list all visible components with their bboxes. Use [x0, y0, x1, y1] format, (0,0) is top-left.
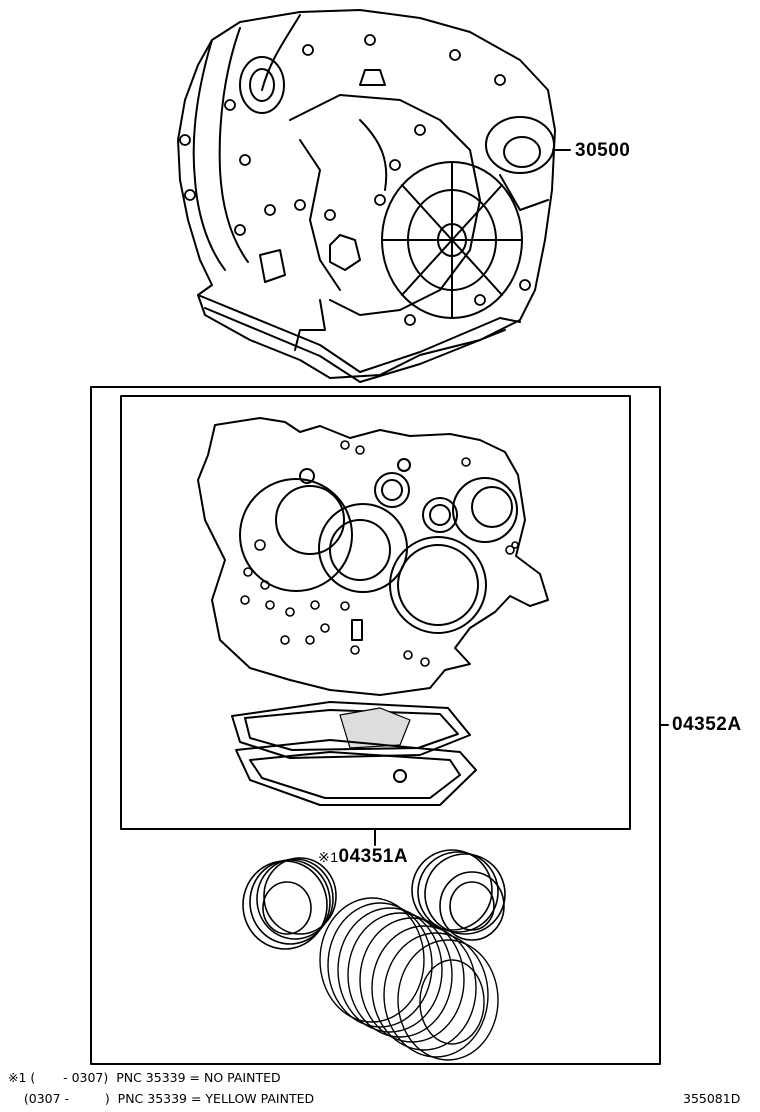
gasket-kit-frame	[120, 395, 631, 830]
transaxle-assembly-drawing	[177, 9, 556, 383]
part-number-transaxle[interactable]: 30500	[575, 140, 631, 161]
oil-pan-gasket-drawing	[231, 701, 477, 806]
gasket-kit-part-no: 04351A	[338, 846, 409, 867]
part-number-gasket-kit[interactable]: ※104351A	[318, 846, 408, 868]
footnote-line-1: ※1 ( - 0307) PNC 35339 = NO PAINTED	[8, 1070, 281, 1085]
footnote-line-2: (0307 - ) PNC 35339 = YELLOW PAINTED	[8, 1091, 315, 1106]
clutch-ring-drawing	[242, 849, 506, 1061]
diagram-reference-number: 355081D	[683, 1091, 741, 1106]
gasket-kit-mark: ※1	[318, 849, 339, 865]
part-number-overhaul-kit[interactable]: 04352A	[672, 714, 742, 735]
gasket-plate-drawing	[197, 417, 549, 696]
